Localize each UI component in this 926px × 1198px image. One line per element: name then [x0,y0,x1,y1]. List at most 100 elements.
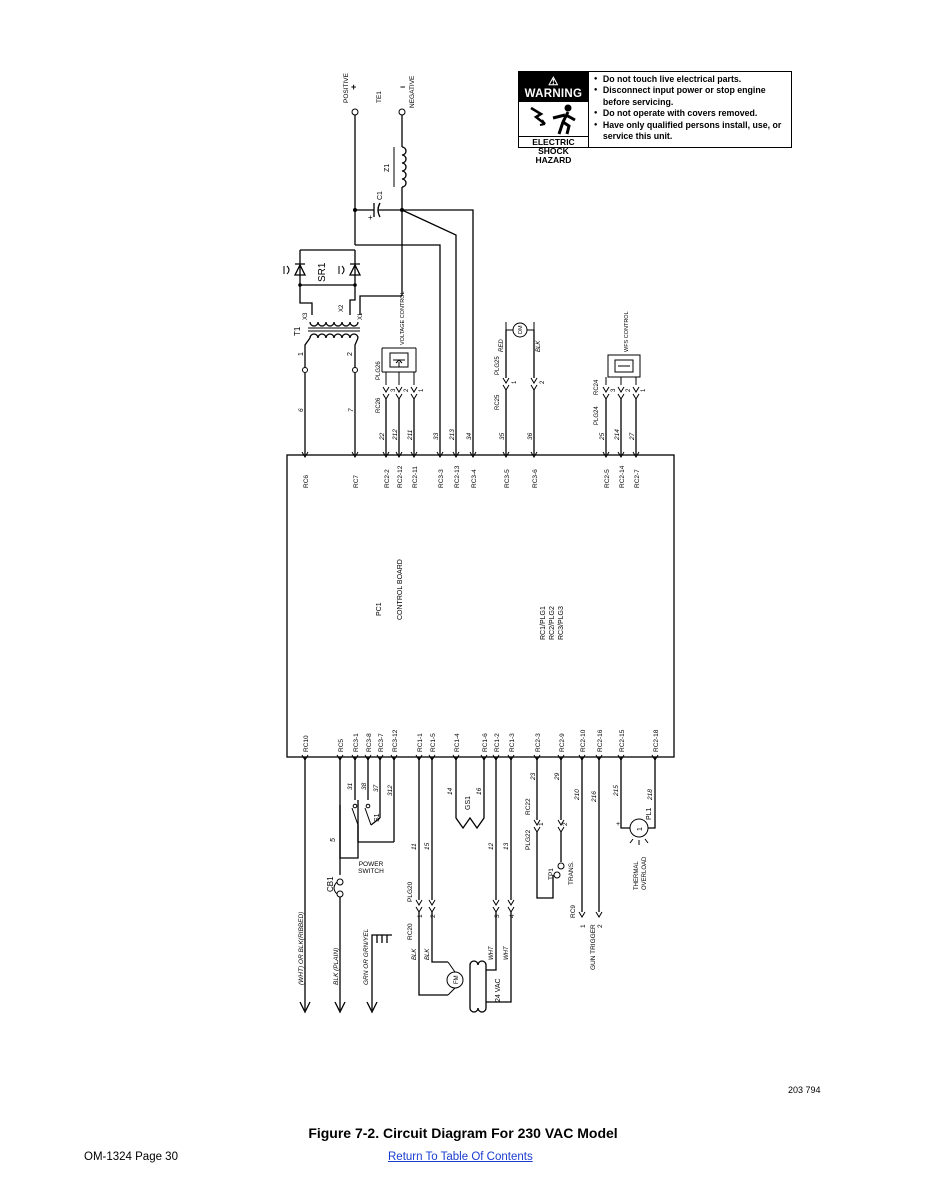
plg24-pin1: 1 [641,388,647,392]
cb1-label: CB1 [326,876,335,892]
top-pin-label: RC2-11 [412,466,419,488]
return-to-toc-link[interactable]: Return To Table Of Contents [388,1151,533,1163]
warning-hazard-label: ELECTRIC SHOCK HAZARD [519,136,588,167]
fm-label: FM [454,975,460,984]
top-pin-label: RC3-6 [532,469,539,488]
hazard-line-1: ELECTRIC [532,137,575,147]
rc26-label: RC26 [376,397,382,413]
top-pin-label: RC3-5 [504,469,511,488]
sr1-diode-right [348,263,362,276]
wire-37-label: 37 [373,784,380,792]
top-pin-label: RC2-5 [604,469,611,488]
top-pin-label: RC7 [353,475,360,488]
top-wire-label: 34 [466,432,473,440]
bottom-pin-label: RC3-12 [392,729,399,752]
shock-pictogram [519,102,588,136]
bottom-pin-label: RC1-3 [509,733,516,752]
warning-item: Do not operate with covers removed. [594,108,788,120]
plg20-pin2: 2 [430,914,437,918]
wire-12-label: 12 [488,842,495,850]
top-pin-label: RC2-7 [634,469,641,488]
top-wire-label: 211 [407,429,414,441]
wire-15-label: 15 [424,842,431,850]
plg25-label: PLG25 [495,356,501,375]
top-connector-pins: RC66RC77RC2-222RC2-12212RC2-11211RC3-333… [298,408,641,488]
rc-plg-2-label: RC2/PLG2 [549,606,556,640]
input-blk-label: BLK (PLAIN) [333,948,340,985]
top-pin-label: RC6 [303,475,310,488]
top-pin-chevron [469,451,477,458]
plg26-pin3: 3 [391,388,397,392]
top-pin-chevron [382,451,390,458]
top-pin-chevron [301,451,309,458]
top-wire-label: 36 [527,432,534,440]
input-grn-label: GRN OR GRN/YEL [363,928,370,985]
te1-label: TE1 [376,91,383,103]
bottom-pin-label: RC2-15 [619,729,626,752]
warning-header-text: WARNING [524,88,583,100]
blk2-wire-label: BLK [425,948,431,960]
drawing-number: 203 794 [788,1085,821,1095]
wire-218-label: 218 [647,789,654,801]
bottom-pin-label: RC2-10 [580,729,587,752]
top-pin-chevron [436,451,444,458]
top-pin-chevron [502,451,510,458]
bottom-pin-label: RC1-5 [430,733,437,752]
pl1-lamp [629,818,649,838]
sr1-label: SR1 [317,262,328,282]
x1-label: X1 [358,312,364,320]
thermal-label-2: OVERLOAD [642,856,648,890]
top-wire-label: 33 [433,432,440,440]
positive-terminal [351,108,359,116]
t1-pin2: 2 [347,352,354,356]
x3-label: X3 [303,312,309,320]
t1-pin1: 1 [298,352,305,356]
top-pin-chevron [530,451,538,458]
top-pin-label: RC2-13 [454,465,461,488]
t1-label: T1 [293,326,302,336]
trans-label: TRANS. [568,861,575,885]
electric-shock-warning: ⚠ WARNING ELECTRIC SHOCK HAZARD Do not t… [518,71,792,165]
wht2-wire-label: WHT [504,945,510,960]
power-switch-label-2: SWITCH [358,868,384,875]
24vac-coil [469,960,487,1013]
top-pin-chevron [351,451,359,458]
s1-label: S1 [374,813,381,822]
svg-text:+: + [616,821,620,828]
top-pin-label: RC3-4 [471,469,478,488]
bottom-pin-label: RC1-4 [454,733,461,752]
plg20-label: PLG20 [407,881,414,902]
t1-secondary-coil [309,321,359,327]
dm-label: DM [518,325,524,334]
bottom-pin-label: RC1-2 [494,733,501,752]
top-wire-label: 35 [499,432,506,440]
wire-16-label: 16 [476,787,483,795]
bottom-pin-label: RC3-1 [353,733,360,752]
bottom-pin-label: RC2-3 [535,733,542,752]
warning-item: Disconnect input power or stop engine be… [594,85,788,108]
wfs-control-pot [614,359,634,373]
top-pin-label: RC2-2 [384,469,391,488]
warning-left-panel: ⚠ WARNING ELECTRIC SHOCK HAZARD [519,72,589,165]
electric-shock-icon [530,104,577,135]
z1-inductor [401,146,407,188]
wht1-wire-label: WHT [489,945,495,960]
bottom-pin-label: RC2-16 [597,729,604,752]
rc-plg-3-label: RC3/PLG3 [558,606,565,640]
minus-sign: − [400,82,405,92]
wire-38-label: 38 [361,782,368,790]
pl1-num: 1 [637,827,644,831]
24vac-label: 24 VAC [495,978,502,1002]
plg25-pin1: 1 [512,380,518,384]
top-wire-label: 212 [392,429,399,441]
red-wire-label: RED [499,339,505,352]
s1-switch [351,807,372,826]
top-pin-label: RC2-14 [619,465,626,488]
plg22-pin2: 2 [562,822,569,826]
bottom-pin-label: RC10 [303,735,310,752]
plg22-label: PLG22 [525,829,532,850]
rc9-label: RC9 [570,905,577,918]
plg20-pin4: 4 [509,914,516,918]
